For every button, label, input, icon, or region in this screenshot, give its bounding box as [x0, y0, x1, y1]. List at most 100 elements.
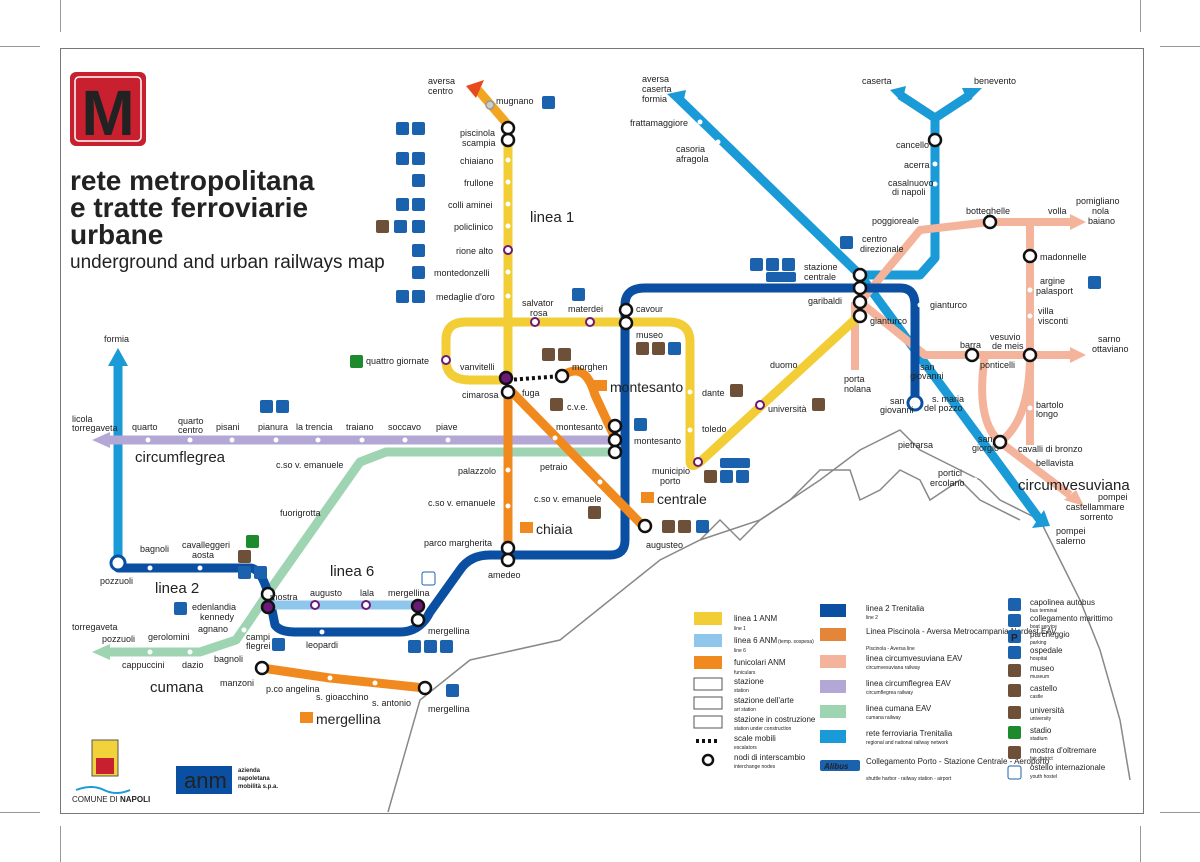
station-cancello: cancello: [896, 140, 929, 150]
legend-swatch-eav: [820, 628, 846, 641]
university-icon: [550, 398, 563, 411]
legend-label: parcheggio: [1030, 630, 1070, 639]
legend-sub: bus terminal: [1030, 608, 1057, 614]
station-pietrarsa: pietrarsa: [898, 440, 933, 450]
label-circumvesuviana: circumvesuviana: [1018, 477, 1130, 494]
title-line-3: urbane: [70, 219, 163, 250]
legend-sub: castle: [1030, 694, 1043, 700]
train-icon: [272, 638, 285, 651]
san-giovanni-terminus: [906, 394, 924, 412]
station-botteghelle: botteghelle: [966, 206, 1010, 216]
alibus-icon: [766, 272, 796, 282]
parking-icon: [260, 400, 273, 413]
station-manzoni: manzoni: [220, 678, 254, 688]
station-vanvitelli: vanvitelli: [460, 362, 495, 372]
legend-sub: circumvesuviana railway: [866, 665, 921, 671]
map-icons: [174, 96, 1101, 697]
station-cappuccini: cappuccini: [122, 660, 165, 670]
bus-icon: [412, 152, 425, 165]
station-garibaldi: garibaldi: [808, 296, 842, 306]
legend-swatch-linea1: [694, 612, 722, 625]
funicular-icon: [641, 492, 654, 503]
university-icon: [376, 220, 389, 233]
label-chiaia-fun: chiaia: [536, 521, 573, 537]
legend-label: scale mobili: [734, 734, 776, 743]
station-formia: formia: [104, 334, 129, 344]
subtitle: underground and urban railways map: [70, 252, 385, 273]
legend-sub: station under construction: [734, 726, 791, 732]
station-amedeo: amedeo: [488, 570, 521, 580]
legend-sub: cumana railway: [866, 715, 901, 721]
legend-swatch-linea6: [694, 634, 722, 647]
station-pozzuoli-b: pozzuoli: [102, 634, 135, 644]
station-petraio: petraio: [540, 462, 568, 472]
legend-swatch-bus: [1008, 598, 1021, 611]
university-icon: [238, 550, 251, 563]
legend-swatch-circumvesuviana: [820, 655, 846, 668]
alibus-text: Alibus: [823, 762, 849, 771]
hospital-icon: [394, 220, 407, 233]
label-linea-6: linea 6: [330, 563, 374, 580]
legend-swatch-interchange: [701, 753, 715, 767]
train-icon: [408, 640, 421, 653]
station-pco-angelina: p.co angelina: [266, 684, 320, 694]
legend-sub: line 1: [734, 626, 746, 632]
hospital-icon: [412, 290, 425, 303]
station-bagnoli-a: bagnoli: [140, 544, 169, 554]
legend-label: stadio: [1030, 726, 1052, 735]
station-leopardi: leopardi: [306, 640, 338, 650]
legend-label: capolinea autobus: [1030, 598, 1095, 607]
station-toledo: toledo: [702, 424, 727, 434]
station-lala: lala: [360, 588, 374, 598]
parking-icon: [750, 258, 763, 271]
station-soccavo: soccavo: [388, 422, 421, 432]
station-mergellina-l6: mergellina: [388, 588, 430, 598]
legend-sub: Piscinola - Aversa line: [866, 646, 915, 652]
hospital-icon: [396, 198, 409, 211]
station-pozzuoli-a: pozzuoli: [100, 576, 133, 586]
funicular-icon: [300, 712, 313, 723]
stadium-icon: [246, 535, 259, 548]
legend-label: Collegamento Porto - Stazione Centrale -…: [866, 757, 1050, 766]
station-pisani: pisani: [216, 422, 240, 432]
station-dante: dante: [702, 388, 725, 398]
museum-icon: [730, 384, 743, 397]
station-s-gioacchino: s. gioacchino: [316, 692, 369, 702]
legend-swatch-cumana: [820, 705, 846, 718]
legend-sub: interchange nodes: [734, 764, 776, 770]
station-montesanto-a: montesanto: [556, 422, 603, 432]
comune-logo: COMUNE DI NAPOLI: [72, 739, 150, 804]
hospital-icon: [668, 342, 681, 355]
station-quarto: quarto: [132, 422, 158, 432]
legend-label: linea 2 Trenitalia: [866, 604, 925, 613]
station-traiano: traiano: [346, 422, 374, 432]
bus-icon: [766, 258, 779, 271]
station-universita: università: [768, 404, 807, 414]
trenitalia-arrows: [108, 86, 1050, 528]
label-centrale-fun: centrale: [657, 491, 707, 507]
station-la-trencia: la trencia: [296, 422, 333, 432]
legend-label: stazione dell'arte: [734, 696, 794, 705]
station-cavalli-bronzo: cavalli di bronzo: [1018, 444, 1083, 454]
station-barra: barra: [960, 340, 981, 350]
legend-sub: line 6: [734, 648, 746, 654]
station-mergellina-l2: mergellina: [428, 626, 470, 636]
coastline: [387, 429, 1131, 813]
station-augusto: augusto: [310, 588, 342, 598]
station-mergellina-fun: mergellina: [428, 704, 470, 714]
anm-full-2: napoletana: [238, 776, 270, 782]
hospital-icon: [634, 418, 647, 431]
legend-sub: station: [734, 688, 749, 694]
museum-icon: [662, 520, 675, 533]
legend-sub: boat service: [1030, 624, 1057, 630]
